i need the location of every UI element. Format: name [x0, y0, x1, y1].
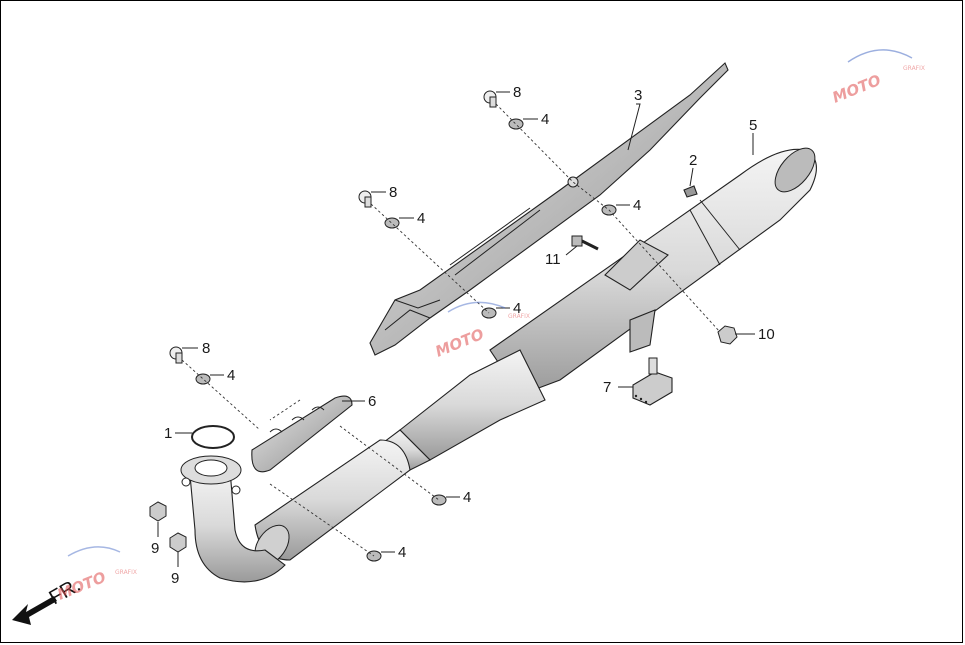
assembly-lines: [181, 103, 721, 557]
callout-8-c: 8: [202, 340, 210, 357]
nut-9-a: [149, 501, 167, 522]
sensor-block: [632, 357, 673, 406]
callout-8-a: 8: [513, 84, 521, 101]
nut-10: [717, 325, 738, 345]
heat-shield-front: [251, 395, 353, 473]
callout-11: 11: [545, 251, 561, 268]
callout-9-b: 9: [171, 570, 179, 587]
middle-pipe: [379, 349, 546, 471]
nut-9-b: [169, 532, 187, 553]
callout-8-b: 8: [389, 184, 397, 201]
svg-text:MOTO: MOTO: [830, 71, 884, 107]
callout-7: 7: [603, 379, 611, 396]
callout-4-a: 4: [541, 111, 549, 128]
svg-text:GRAFIX: GRAFIX: [903, 65, 925, 72]
callout-4-d: 4: [513, 300, 521, 317]
svg-text:MOTO: MOTO: [433, 325, 487, 361]
svg-text:MOTO: MOTO: [55, 568, 109, 604]
head-pipe: [180, 455, 286, 583]
bolt-8-a: [483, 90, 497, 108]
callout-2: 2: [689, 152, 697, 169]
callout-1: 1: [164, 425, 172, 442]
callout-labels: 8 4 3 5 2 8 4 4 11 4 10 8 4 7 6 1 4 4 9 …: [151, 84, 775, 587]
callout-4-g: 4: [398, 544, 406, 561]
callout-3: 3: [634, 87, 642, 104]
clip: [683, 185, 698, 198]
callout-4-c: 4: [633, 197, 641, 214]
callout-10: 10: [758, 326, 775, 343]
callout-4-f: 4: [463, 489, 471, 506]
muffler: [489, 147, 817, 396]
heat-shield-upper: [369, 62, 729, 356]
svg-text:GRAFIX: GRAFIX: [508, 313, 530, 320]
bolt-8-b: [358, 190, 372, 208]
leader-lines: [157, 91, 755, 567]
callout-4-e: 4: [227, 367, 235, 384]
svg-text:GRAFIX: GRAFIX: [115, 569, 137, 576]
bolt-8-c: [169, 346, 183, 364]
watermark-top-right: MOTO GRAFIX: [830, 49, 925, 107]
callout-5: 5: [749, 117, 757, 134]
callout-4-b: 4: [417, 210, 425, 227]
callout-6: 6: [368, 393, 376, 410]
watermark-bottom-left: MOTO GRAFIX: [55, 546, 137, 604]
gasket: [191, 425, 235, 449]
callout-9-a: 9: [151, 540, 159, 557]
